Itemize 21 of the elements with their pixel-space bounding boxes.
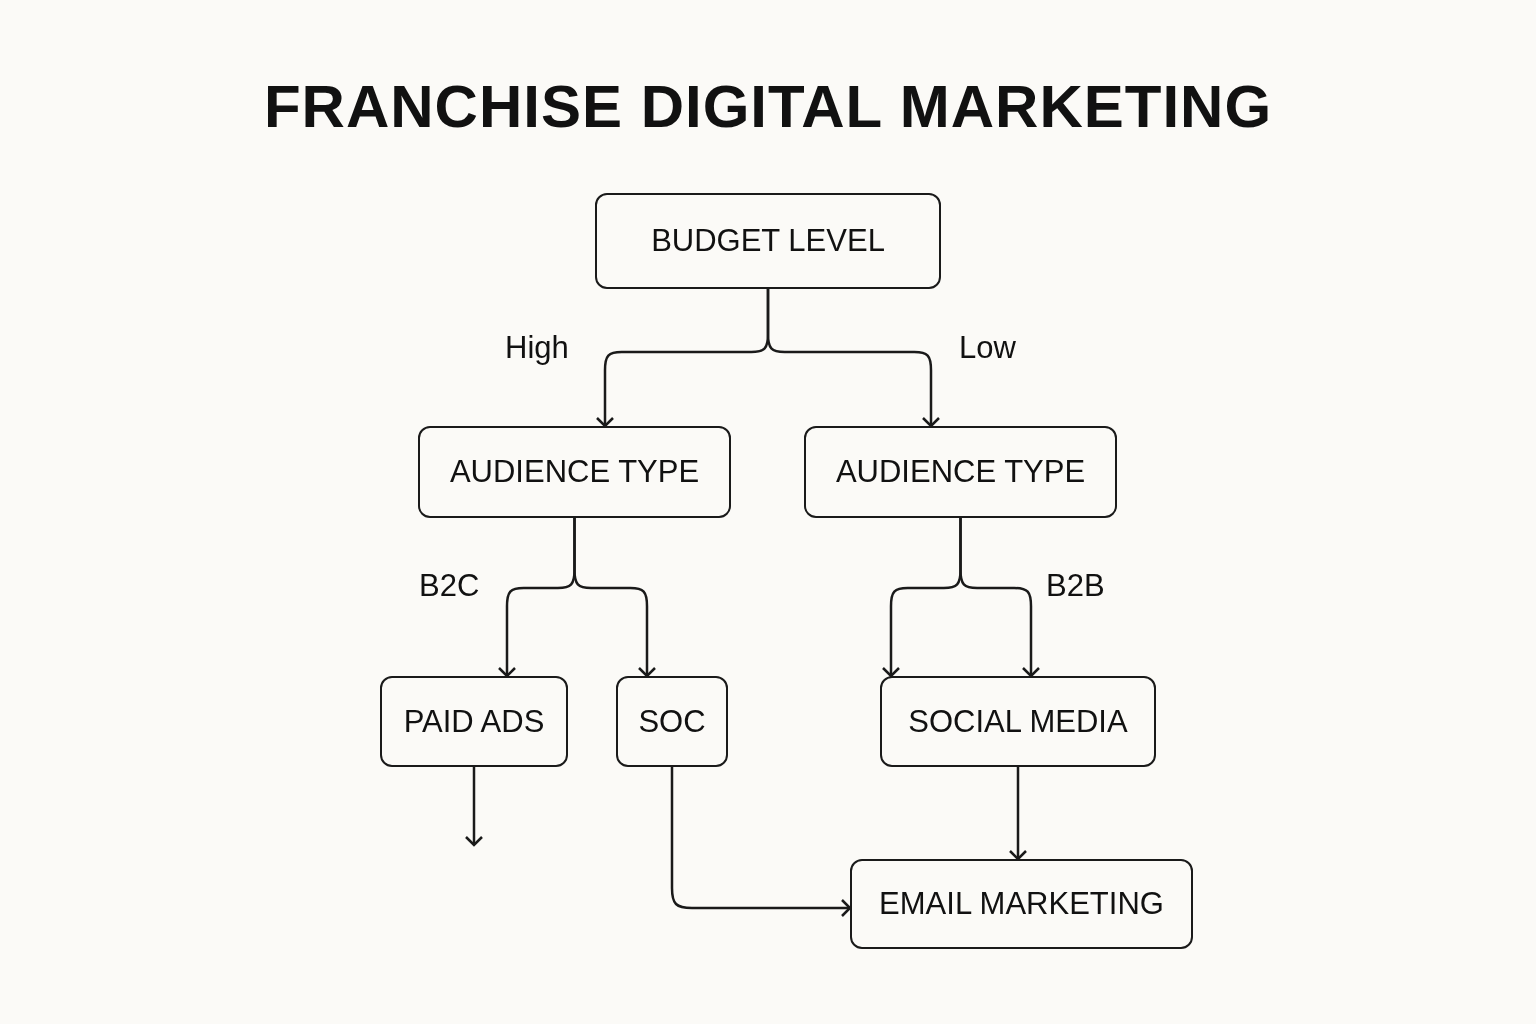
arrow [959, 518, 1041, 678]
arrow [464, 767, 484, 847]
arrow [1008, 767, 1028, 861]
process-box [595, 193, 941, 289]
arrow [670, 767, 852, 918]
box-label: PAID ADS [403, 703, 545, 740]
arrow [766, 289, 941, 428]
box-label: BUDGET LEVEL [651, 223, 885, 259]
box-label: AUDIENCE TYPE [835, 454, 1086, 490]
box-label: SOCIAL MEDIA [908, 703, 1128, 740]
box-label: EMAIL MARKETING [879, 886, 1164, 922]
process-box [380, 676, 568, 767]
process-box [850, 859, 1193, 949]
box-label: AUDIENCE TYPE [449, 454, 700, 490]
process-box [804, 426, 1117, 518]
box-label: SOC [638, 703, 706, 740]
diagram-title: FRANCHISE DIGITAL MARKETING [262, 72, 1274, 141]
process-box [880, 676, 1156, 767]
process-box [418, 426, 731, 518]
process-box [616, 676, 728, 767]
arrow [573, 518, 657, 678]
